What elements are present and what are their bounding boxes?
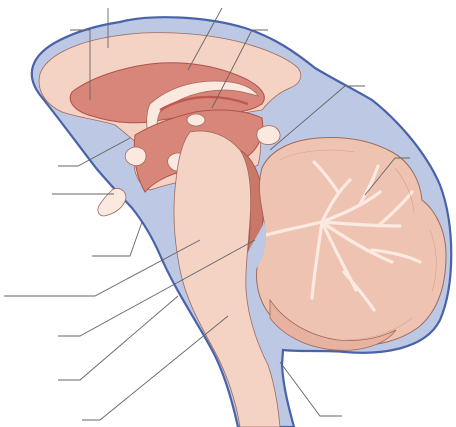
pituitary — [98, 188, 126, 216]
interthalamic-adhesion — [187, 114, 205, 126]
hypothalamus-lobule — [125, 147, 146, 165]
leader-line-12 — [58, 296, 178, 380]
leader-line-9 — [92, 222, 142, 256]
pineal-gland — [257, 126, 280, 145]
